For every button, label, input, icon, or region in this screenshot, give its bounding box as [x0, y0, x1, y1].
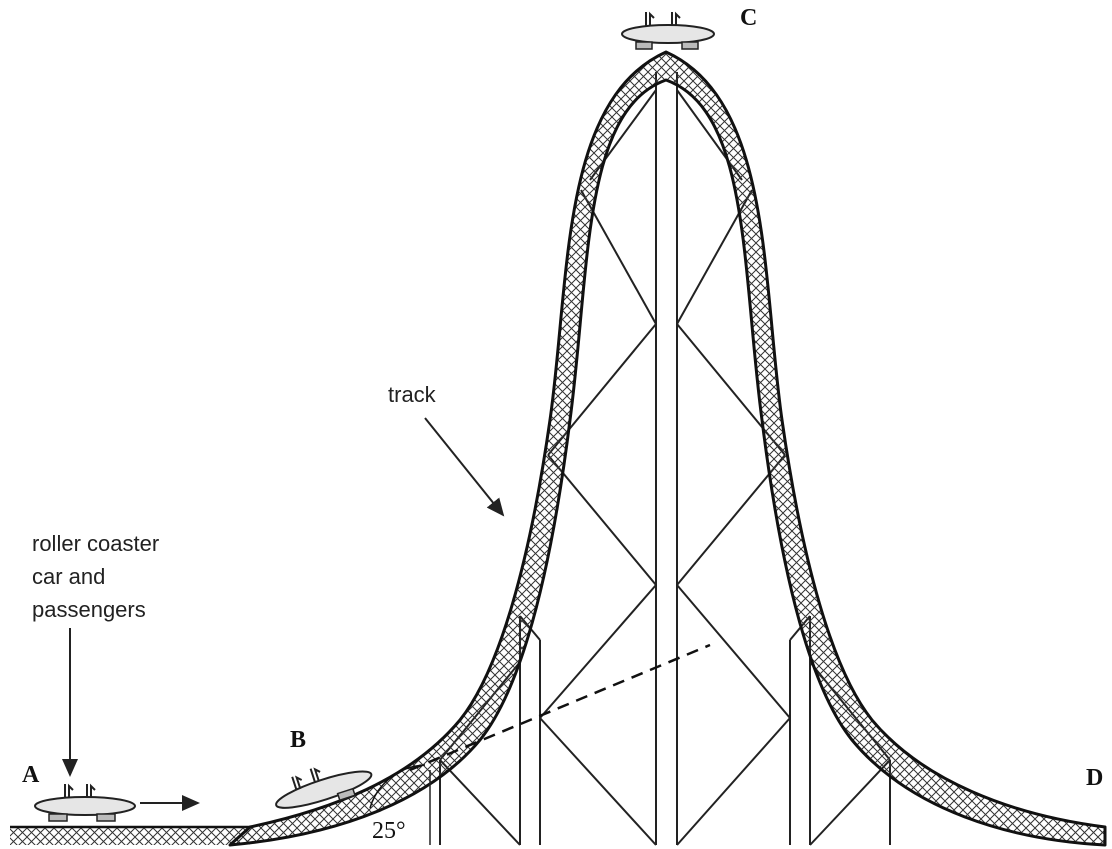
- point-label-d: D: [1086, 765, 1103, 791]
- angle-label: 25°: [372, 818, 406, 844]
- car-label-line1: roller coaster: [32, 531, 159, 556]
- track-label: track: [388, 382, 437, 407]
- car-label-line2: car and: [32, 564, 105, 589]
- point-label-c: C: [740, 5, 757, 31]
- point-label-b: B: [290, 727, 306, 753]
- car-at-b: [275, 767, 373, 809]
- car-at-a: [34, 783, 136, 822]
- support-structure: [439, 72, 891, 846]
- car-label-line3: passengers: [32, 597, 146, 622]
- angle-reference-line: [409, 643, 711, 772]
- ground-track: [10, 825, 250, 845]
- angle-arc: [369, 764, 426, 809]
- track-annotation-arrow: [424, 417, 505, 517]
- car-at-c: [621, 11, 715, 50]
- point-label-a: A: [22, 762, 40, 788]
- track: [228, 50, 1107, 847]
